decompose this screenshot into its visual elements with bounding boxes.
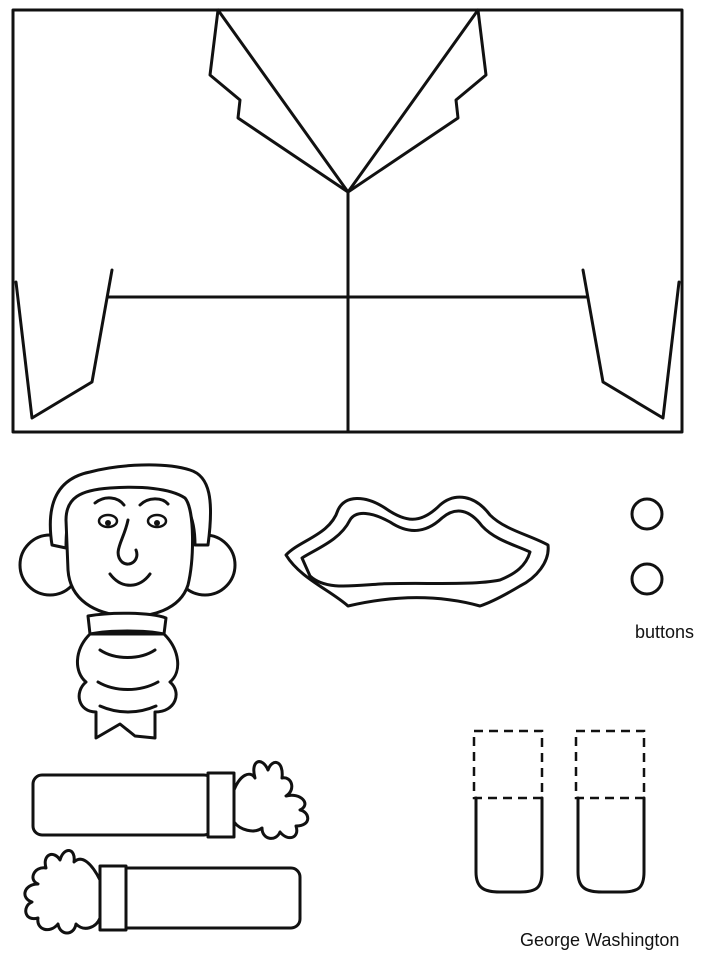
coat-piece [11, 8, 684, 434]
hat-outer [284, 495, 550, 608]
boot-right-piece [574, 729, 646, 894]
collar-fold-right [346, 8, 480, 194]
figure-caption: George Washington [520, 930, 680, 950]
cuff-right [581, 268, 681, 420]
boot-fold-left [472, 729, 544, 800]
lapel-right [346, 8, 488, 194]
hat-inner [300, 509, 532, 588]
buttons-label: buttons [635, 622, 695, 642]
ruffle-line-2 [96, 680, 160, 691]
arm-left-piece [23, 849, 302, 935]
sleeve-left [98, 866, 302, 930]
pupil-right [154, 520, 160, 526]
tricorn-hat-piece [284, 495, 550, 608]
neck-collar [86, 611, 168, 636]
washington-head-piece [18, 463, 237, 740]
jabot-ruffle [76, 632, 180, 740]
boot-body-right [576, 796, 646, 894]
boot-fold-right [574, 729, 646, 800]
boot-left-piece [472, 729, 544, 894]
cuff-left [14, 268, 114, 420]
eyebrow-right [138, 497, 170, 507]
mouth [108, 572, 152, 587]
coat-button-1 [630, 497, 664, 531]
boot-body-left [474, 796, 544, 894]
lapel-left [208, 8, 350, 194]
buttons-group [630, 497, 664, 596]
face [64, 485, 194, 618]
ruffle-line-3 [98, 704, 158, 714]
collar-fold-left [216, 8, 350, 194]
eyebrow-left [93, 496, 126, 507]
hand-right [232, 760, 310, 840]
sleeve-right [31, 773, 215, 837]
coat-button-2 [630, 562, 664, 596]
cuff-band-left [98, 864, 128, 932]
nose [116, 518, 139, 566]
hand-left [23, 849, 102, 935]
ruffle-line-1 [98, 648, 157, 659]
arm-right-piece [31, 760, 310, 840]
pupil-left [105, 520, 111, 526]
cuff-band-right [206, 771, 236, 839]
